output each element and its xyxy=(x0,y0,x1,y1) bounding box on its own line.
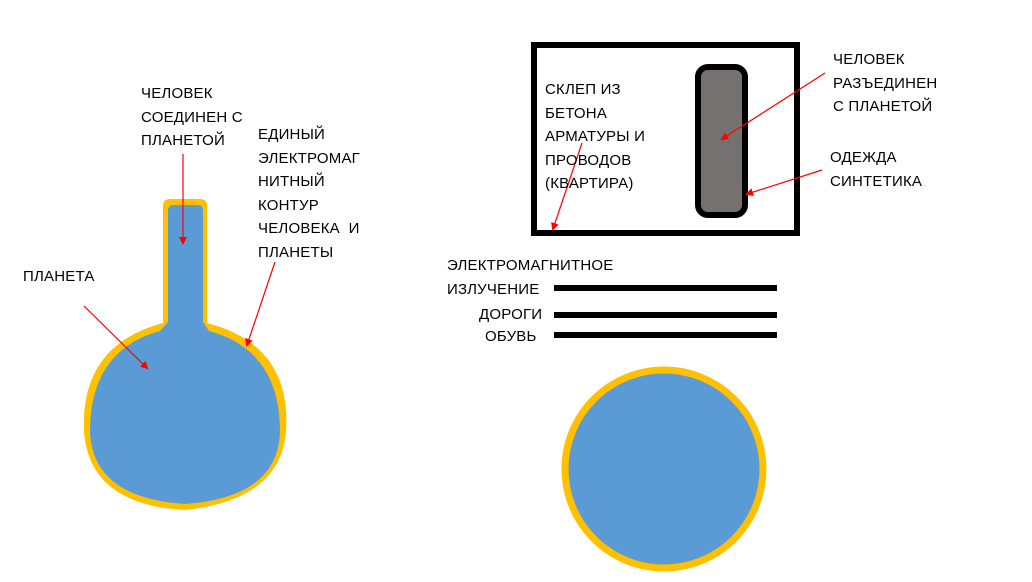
label-person-connected: ЧЕЛОВЕК СОЕДИНЕН С ПЛАНЕТОЙ xyxy=(141,85,243,149)
arrow-planet xyxy=(83,305,149,370)
arrow-person-disconnected xyxy=(720,72,826,141)
disconnected-person-shape xyxy=(695,64,748,218)
crypt-box xyxy=(531,42,800,236)
layer-line-radiation xyxy=(554,285,777,291)
label-planet: ПЛАНЕТА xyxy=(23,268,95,285)
label-clothing: ОДЕЖДА СИНТЕТИКА xyxy=(830,149,923,190)
disconnected-planet-shape xyxy=(561,366,767,572)
connected-planet-person-shape xyxy=(83,199,287,510)
label-person-disconnected: ЧЕЛОВЕК РАЗЪЕДИНЕН С ПЛАНЕТОЙ xyxy=(833,51,938,115)
layer-line-roads xyxy=(554,312,777,318)
arrow-unified-contour xyxy=(245,261,276,347)
label-crypt: СКЛЕП ИЗ БЕТОНА АРМАТУРЫ И ПРОВОДОВ (КВА… xyxy=(545,81,646,192)
layer-line-shoes xyxy=(554,332,777,338)
label-layer-radiation: ЭЛЕКТРОМАГНИТНОЕ ИЗЛУЧЕНИЕ xyxy=(447,257,614,298)
arrow-crypt xyxy=(551,142,583,231)
label-layer-roads: ДОРОГИ xyxy=(479,306,543,323)
label-layer-shoes: ОБУВЬ xyxy=(485,328,537,345)
arrow-clothing xyxy=(745,169,823,196)
label-unified-contour: ЕДИНЫЙ ЭЛЕКТРОМАГ НИТНЫЙ КОНТУР ЧЕЛОВЕКА… xyxy=(258,126,360,261)
